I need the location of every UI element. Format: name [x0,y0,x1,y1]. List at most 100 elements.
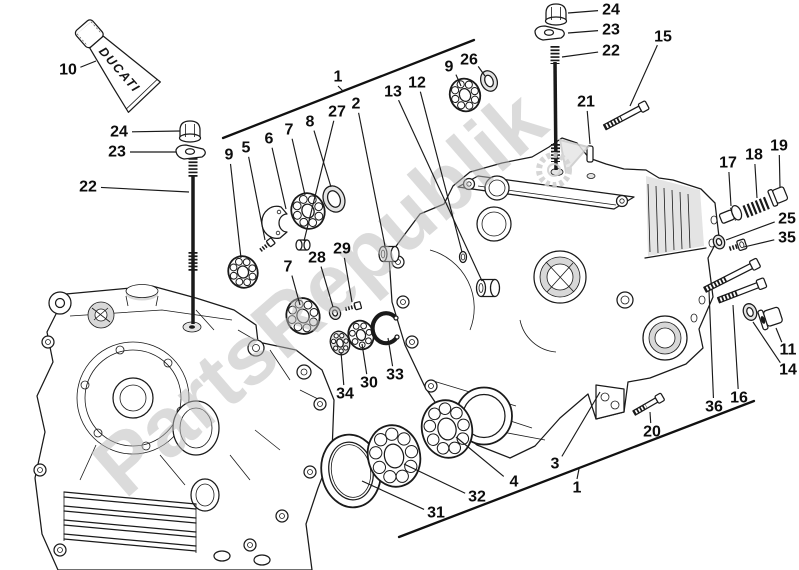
leader-line [313,130,332,188]
callout-label: 11 [780,342,797,359]
bush-12 [458,250,468,264]
leader-line [477,66,486,77]
ball-bearing-9-left [227,255,259,289]
leader-line [320,266,334,308]
leader-line [649,411,652,424]
ball-bearing-4 [420,399,474,459]
retainer-plate-6 [261,205,288,239]
assembly-line-1: 1 [397,399,756,539]
callout-22-stud: 22 [561,43,620,60]
cap-nut-24-left [178,120,202,143]
callout-label: 20 [643,424,661,441]
leader-line [387,337,394,367]
spring-18 [742,196,772,218]
leader-line [343,257,353,303]
left-crankcase-half [33,284,335,570]
callout-label: 33 [386,367,404,384]
callout-9-ball-bearing: 9 [445,59,462,87]
leader-line [229,163,242,259]
callout-6-retainer-plate: 6 [265,131,287,210]
leader-line [775,327,783,343]
dowel-bush-13 [475,278,501,298]
leader-line [248,156,266,241]
case-foot [595,384,625,420]
ball-bearing-9-top [448,77,482,113]
cylinder-fins [63,491,197,553]
watermark-logo [536,138,590,188]
callout-label: 9 [445,59,454,76]
callout-31-bearing-race: 31 [361,480,445,522]
leader-line [100,186,190,193]
callout-7-ball-bearing: 7 [285,122,306,196]
callout-label: 18 [745,147,763,164]
plug-11 [757,306,783,331]
callout-label: 21 [577,94,595,111]
leader-line [629,44,658,107]
cap-nut-24-right [544,3,568,26]
callout-label: 24 [602,2,620,19]
bolt-15 [602,100,650,131]
washer-14 [742,303,758,321]
leader-line [291,138,306,196]
ball-bearing-30 [347,319,375,351]
leader-line [754,163,758,199]
pin-21 [586,145,594,163]
callout-8-seal-ring: 8 [306,114,332,188]
callout-label: 14 [779,362,797,379]
stud-22-right [550,46,560,171]
callout-5-screw: 5 [242,140,266,241]
circlip-33 [370,311,400,346]
leader-line [576,468,580,480]
callout-35-screw: 35 [743,230,796,248]
callout-label: 1 [573,480,582,497]
callout-label: 9 [225,147,234,164]
callout-label: 29 [333,241,351,258]
leader-line [743,239,775,248]
edge-lugs [33,335,327,557]
leader-line [728,171,732,207]
callout-label: 22 [79,179,97,196]
callout-label: 27 [328,104,346,121]
callout-28-washer: 28 [308,250,334,308]
leader-line [131,130,181,133]
callout-3-crankcase-half: 3 [551,391,601,473]
callout-label: 36 [705,399,723,416]
callout-16-bolt: 16 [730,304,748,407]
leader-line [455,74,462,87]
leader-line [291,275,301,306]
callout-14-washer: 14 [752,321,797,379]
callout-label: 15 [654,29,672,46]
seal-ring-8 [322,185,346,213]
callout-32-ball-bearing: 32 [403,463,486,506]
leader-line [403,463,466,494]
assembly-group-line [397,399,756,539]
washer-25 [712,234,726,250]
callout-label: 22 [602,43,620,60]
callout-label: 17 [719,155,737,172]
cap-19 [767,186,789,207]
callout-22-stud: 22 [79,179,190,196]
screw-5 [259,237,276,252]
ball-bearing-32 [366,424,422,488]
callout-label: 6 [265,131,274,148]
callout-label: 30 [360,375,378,392]
callout-17-plug: 17 [719,155,737,207]
bolt-20 [632,392,665,416]
dowel-bush-2 [378,245,400,263]
callout-label: 7 [285,122,294,139]
leader-line [567,30,599,34]
leader-line [337,85,344,92]
leader-line [398,99,483,282]
callout-36-bolt: 36 [705,290,723,416]
leader-line [358,112,386,247]
callout-25-washer: 25 [725,211,796,241]
bearing-seal-34 [329,330,351,356]
callout-24-cap-nut: 24 [567,2,620,19]
callout-label: 7 [284,259,293,276]
leader-line [419,91,463,253]
callout-label: 31 [427,505,445,522]
assembly-line-1: 1 [221,38,476,140]
callout-label: 1 [334,69,343,86]
leader-line [725,221,775,241]
